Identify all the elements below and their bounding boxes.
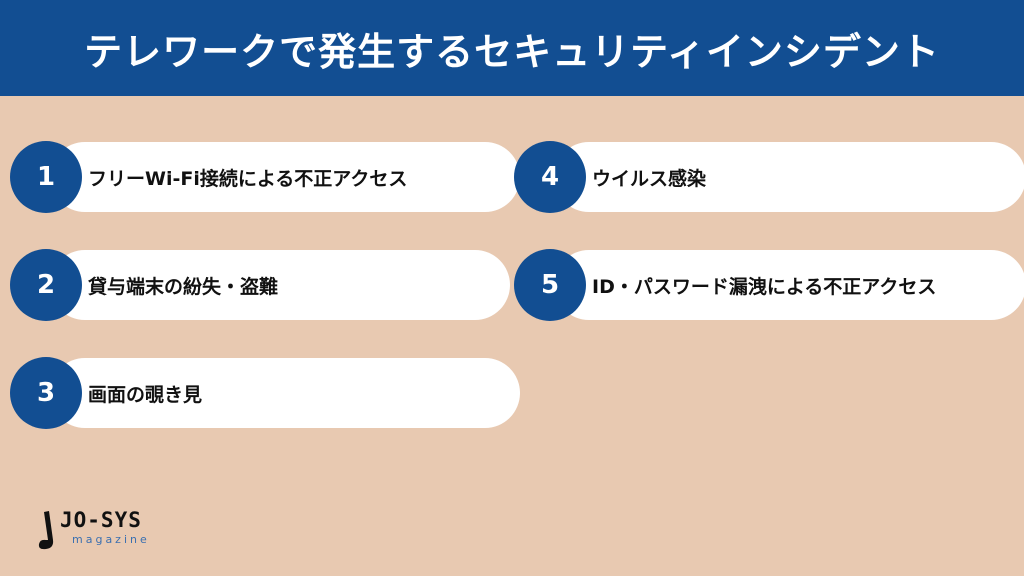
jo-sys-logo: JO-SYS magazine <box>36 508 176 552</box>
item-number-badge: 3 <box>10 357 82 429</box>
logo-brand: JO-SYS <box>60 508 142 532</box>
item-label: ID・パスワード漏洩による不正アクセス <box>592 275 937 298</box>
item-card <box>50 358 520 428</box>
item-card <box>554 250 1024 320</box>
item-label: ウイルス感染 <box>592 167 707 190</box>
item-card <box>50 142 520 212</box>
header-banner: テレワークで発生するセキュリティインシデント <box>0 0 1024 96</box>
music-note-icon <box>38 511 54 550</box>
item-number-badge: 5 <box>514 249 586 321</box>
item-label: フリーWi-Fi接続による不正アクセス <box>88 167 408 190</box>
item-card <box>554 142 1024 212</box>
item-number-badge: 1 <box>10 141 82 213</box>
item-card <box>50 250 510 320</box>
item-label: 貸与端末の紛失・盗難 <box>88 275 279 298</box>
page-title: テレワークで発生するセキュリティインシデント <box>84 29 940 74</box>
item-label: 画面の覗き見 <box>88 383 203 406</box>
logo-subtitle: magazine <box>72 533 150 546</box>
item-number-badge: 4 <box>514 141 586 213</box>
item-number-badge: 2 <box>10 249 82 321</box>
